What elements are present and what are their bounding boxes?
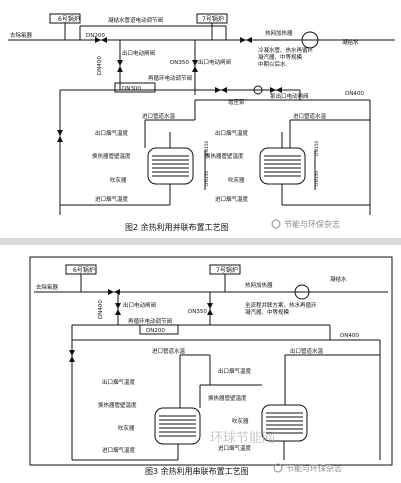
fig2-dn350-label: DN350 [170, 60, 189, 66]
fig3-deaerator-label: 去除氧器 [36, 283, 59, 291]
fig3-watermark: 节能与环保杂志 [286, 463, 342, 473]
fig2-dn-r2: DN150 [204, 170, 210, 186]
fig3-boiler6-label: 6号锅炉 [73, 266, 95, 274]
fig2-outlet-flue2-label: 出口烟气温度 [215, 129, 249, 137]
fig3-hx-temp2-label: 换热器管壁温度 [208, 394, 247, 402]
fig2-bypass-valve-label: 凝结水管道电动调节阀 [108, 16, 163, 24]
fig2-watermark: 节能与环保杂志 [284, 219, 340, 229]
fig2-hx-temp1-label: 换热器管壁温度 [92, 152, 131, 160]
fig2-hx-temp2-label: 换热器管壁温度 [205, 152, 244, 160]
fig2-condensate-label: 凝结水 [342, 38, 359, 46]
fig3-blower2-label: 吹灰器 [232, 417, 249, 425]
fig3-watermark-icon [273, 463, 283, 473]
fig3-inlet-water2-label: 出口管道水温 [290, 347, 324, 355]
fig3-dn400-label: DN400 [340, 333, 359, 339]
fig3-boiler7-label: 7号锅炉 [216, 266, 238, 274]
fig2-pump-label: 增压泵 [228, 98, 245, 106]
fig3-outlet-flue2-label: 出口烟气温度 [218, 367, 252, 375]
fig2-note3: 中期以后水 [258, 60, 286, 68]
fig2-inlet-water2-label: 进口管道水温 [293, 112, 327, 120]
fig3-note2: 凝汽器、中等规模 [245, 308, 290, 316]
fig3-condensate-label: 凝结水 [330, 275, 347, 283]
fig3-inlet-water1-label: 进口管道水温 [152, 347, 186, 355]
fig3-outlet-flue1-label: 出口烟气温度 [102, 378, 136, 386]
figure3-diagram: 6号锅炉 7号锅炉 去除氧器 热网加热器 凝结水 出口电动闸阀 DN350 全流… [29, 256, 393, 476]
fig2-dn400-label: DN400 [345, 91, 364, 97]
fig2-caption: 图2 余热利用并联布置工艺图 [125, 222, 229, 232]
fig2-deaerator-label: 去除氧器 [10, 31, 33, 39]
fig2-outlet-flue1-label: 出口烟气温度 [95, 129, 129, 137]
fig3-dn200-label: DN200 [146, 328, 165, 334]
fig2-recirc-valve-label: 再循环电动调节阀 [148, 74, 192, 82]
fig3-dn400-left-label: DN400 [98, 300, 104, 319]
fig2-dn-r3: DN150 [314, 140, 320, 156]
figure2-panel: 6号锅炉 7号锅炉 去除氧器 凝结水管道电动调节阀 DN200 热网加热器 凝结… [0, 0, 401, 238]
fig2-dn-r1: DN150 [204, 140, 210, 156]
fig3-caption: 图3 余热利用串联布置工艺图 [145, 466, 249, 476]
fig2-inlet-flue2-label: 进口烟气温度 [215, 195, 249, 203]
fig3-heater-label: 热网加热器 [245, 281, 273, 289]
fig2-dn200-label: DN200 [86, 33, 105, 39]
fig2-outlet-valve2-label: 出口电动闸阀 [198, 58, 231, 66]
fig2-blower2-label: 吹灰器 [228, 176, 245, 184]
fig2-dn400-left-label: DN400 [97, 56, 103, 75]
fig3-inlet-flue2-label: 进口烟气温度 [218, 444, 252, 452]
fig3-note1: 全流程并联方案，热水再循环 [245, 301, 317, 309]
fig3-dn350-label: DN350 [188, 309, 207, 315]
fig2-dn-r4: DN150 [314, 170, 320, 186]
fig2-inlet-flue1-label: 进口烟气温度 [95, 195, 129, 203]
fig2-pump-valve-label: 泵出口电动闸阀 [270, 92, 309, 100]
fig2-heater-label: 热网加热器 [265, 29, 293, 37]
fig3-outlet-valve-label: 出口电动闸阀 [123, 301, 156, 309]
fig3-inlet-flue1-label: 进口烟气温度 [102, 446, 136, 454]
fig3-watermark-large: 环球节能网 [210, 431, 275, 446]
fig2-note1: 冷凝水管、热水再循环 [258, 46, 314, 54]
fig2-boiler7-label: 7号锅炉 [202, 15, 224, 23]
fig2-note2: 凝汽器、中等规模 [258, 53, 303, 61]
fig2-dn300-label: DN300 [122, 86, 141, 92]
fig2-outlet-valve-label: 出口电动闸阀 [122, 49, 155, 57]
fig2-inlet-water1-label: 进口管道水温 [142, 112, 176, 120]
fig3-recirc-valve-label: 再循环电动调节阀 [128, 317, 172, 325]
fig2-watermark-icon [271, 219, 281, 229]
fig2-blower1-label: 吹灰器 [110, 176, 127, 184]
fig3-blower1-label: 吹灰器 [118, 424, 135, 432]
fig2-boiler6-label: 6号锅炉 [58, 15, 80, 23]
fig3-hx-temp1-label: 换热器管壁温度 [98, 401, 137, 409]
figure3-panel: 6号锅炉 7号锅炉 去除氧器 热网加热器 凝结水 出口电动闸阀 DN350 全流… [0, 245, 401, 483]
figure2-diagram: 6号锅炉 7号锅炉 去除氧器 凝结水管道电动调节阀 DN200 热网加热器 凝结… [8, 13, 395, 232]
